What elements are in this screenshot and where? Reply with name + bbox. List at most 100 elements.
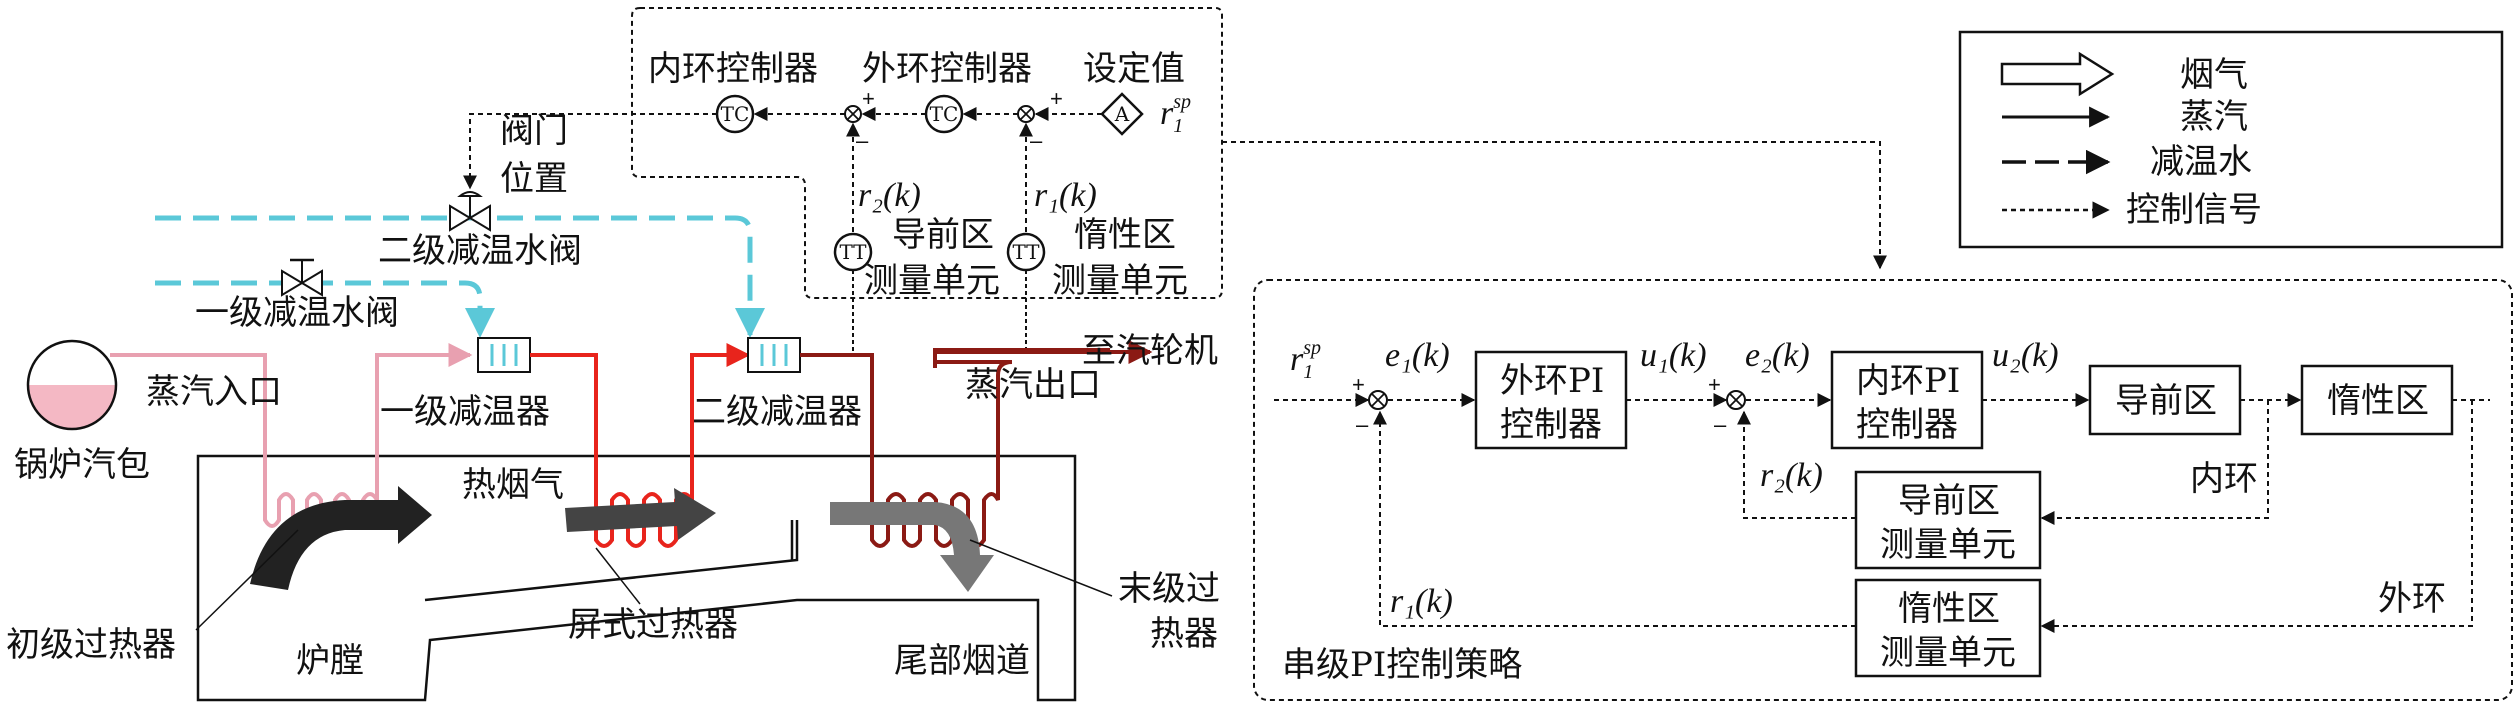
platen-superheater-label: 屏式过热器	[568, 605, 738, 645]
outer-controller-label: 外环控制器	[862, 49, 1032, 89]
lead-meas-label-2: 测量单元	[1880, 525, 2016, 565]
inertia-zone-label-2: 测量单元	[1052, 261, 1188, 301]
minus-sign: –	[856, 128, 869, 153]
plus-sign: +	[862, 86, 875, 111]
valve-position-label-2: 位置	[500, 159, 568, 199]
spray-water-line-stage1	[155, 280, 495, 338]
bd-inner-feedback	[2040, 400, 2269, 525]
e2-label: e₂(k)	[1745, 337, 1810, 374]
final-superheater-leader	[969, 539, 1113, 597]
steam-outlet-pipe	[933, 340, 1153, 368]
r2-signal-label: r₂(k)	[858, 177, 921, 214]
signal-link-to-strategy	[1222, 141, 1887, 270]
r1-feedback-label: r₁(k)	[1390, 583, 1453, 620]
setpoint-label: 设定值	[1083, 49, 1185, 89]
stage1-spray-valve	[281, 258, 323, 297]
bd-sum-outer	[1368, 390, 1388, 410]
plus-sign: +	[1708, 372, 1721, 397]
stage1-desuperheater-label: 一级减温器	[380, 392, 550, 432]
primary-superheater-label: 初级过热器	[6, 625, 176, 665]
inner-pi-block	[1830, 350, 1984, 450]
sum-junction-inner	[844, 105, 862, 123]
furnace-label: 炉膛	[296, 641, 364, 681]
legend-spray-water-label: 减温水	[2150, 142, 2252, 182]
to-turbine-label: 至汽轮机	[1082, 331, 1218, 371]
u2-label: u₂(k)	[1992, 337, 2059, 374]
inner-loop-label: 内环	[2190, 459, 2258, 499]
boiler-drum	[26, 339, 118, 431]
minus-sign: –	[1714, 412, 1727, 437]
tail-flue-label: 尾部烟道	[894, 641, 1030, 681]
lead-zone-label-2: 测量单元	[864, 261, 1000, 301]
valve-position-label: 阀门	[500, 111, 568, 151]
inertia-tt-text: TT	[1012, 240, 1040, 264]
inertia-tt-sensor: TT	[1006, 232, 1046, 272]
minus-sign: –	[1030, 128, 1043, 153]
outer-pi-label: 外环PI	[1500, 361, 1604, 401]
setpoint-diamond: A	[1100, 92, 1144, 136]
minus-sign: –	[1356, 412, 1369, 437]
inertia-meas-label-2: 测量单元	[1880, 633, 2016, 673]
lead-tt-sensor: TT	[833, 232, 873, 272]
bd-sum-inner	[1726, 390, 1746, 410]
inner-tc-controller: TC	[715, 94, 755, 134]
outer-loop-label: 外环	[2378, 579, 2446, 619]
final-superheater-label-2: 热器	[1150, 614, 1218, 654]
e1-label: e₁(k)	[1385, 337, 1450, 374]
outer-tc-text: TC	[930, 102, 959, 126]
lead-meas-block	[1854, 470, 2042, 570]
plus-sign: +	[1352, 372, 1365, 397]
furnace-baffle	[424, 520, 799, 602]
final-superheater-label: 末级过	[1118, 569, 1220, 609]
legend: 烟气 蒸汽 减温水 控制信号	[1958, 30, 2504, 249]
legend-control-signal-label: 控制信号	[2126, 190, 2262, 230]
inner-pi-label-2: 控制器	[1856, 405, 1958, 445]
ref-symbol: r1sp	[1290, 337, 1321, 383]
signal-inner-tc-to-valve	[463, 113, 717, 190]
inertia-zone-label: 惰性区	[1074, 215, 1176, 255]
lead-zone-block-label: 导前区	[2115, 381, 2217, 421]
lead-zone-label: 导前区	[892, 215, 994, 255]
control-region-outline	[631, 7, 1223, 299]
stage1-desuperheater	[477, 337, 531, 373]
hot-flue-gas-label: 热烟气	[462, 465, 564, 505]
stage2-spray-valve	[449, 191, 491, 232]
stage2-desuperheater	[747, 337, 801, 373]
stage2-desuperheater-label: 二级减温器	[692, 392, 862, 432]
drum-label: 锅炉汽包	[14, 445, 150, 485]
spray-water-line-stage2	[155, 215, 765, 338]
platen-superheater-leader	[595, 547, 641, 605]
inertia-meas-label: 惰性区	[1898, 589, 2000, 629]
stage1-valve-label: 一级减温水阀	[195, 293, 399, 333]
inner-pi-label: 内环PI	[1856, 361, 1960, 401]
steam-pipe-inlet	[110, 353, 267, 440]
setpoint-symbol: r1sp	[1160, 91, 1191, 137]
legend-steam-label: 蒸汽	[2180, 97, 2248, 137]
inertia-meas-block	[1854, 578, 2042, 678]
bd-inner-feedback-return	[1737, 410, 1856, 519]
furnace-outline	[196, 454, 1077, 702]
outer-tc-controller: TC	[924, 94, 964, 134]
steam-outlet-label: 蒸汽出口	[965, 365, 1101, 405]
r1-signal-label: r₁(k)	[1034, 177, 1097, 214]
steam-inlet-label: 蒸汽入口	[146, 372, 282, 412]
strategy-title: 串级PI控制策略	[1282, 645, 1522, 685]
flue-gas-arrow-primary	[250, 486, 432, 590]
u1-label: u₁(k)	[1640, 337, 1707, 374]
sum-junction-outer	[1017, 105, 1035, 123]
strategy-outline	[1253, 279, 2513, 701]
lead-tt-text: TT	[839, 240, 867, 264]
r2-feedback-label: r₂(k)	[1760, 457, 1823, 494]
flue-gas-arrow-tail	[830, 502, 994, 592]
legend-flue-gas-swatch	[2000, 51, 2115, 97]
primary-superheater-leader	[195, 529, 299, 631]
inner-controller-label: 内环控制器	[648, 49, 818, 89]
lead-meas-label: 导前区	[1898, 481, 2000, 521]
final-superheater-coil	[800, 348, 1110, 548]
inertia-zone-block-label: 惰性区	[2327, 381, 2429, 421]
setpoint-a-text: A	[1114, 102, 1130, 126]
bd-outer-feedback	[2040, 400, 2473, 633]
flue-gas-arrow-platen	[565, 488, 716, 540]
plus-sign: +	[1050, 86, 1063, 111]
